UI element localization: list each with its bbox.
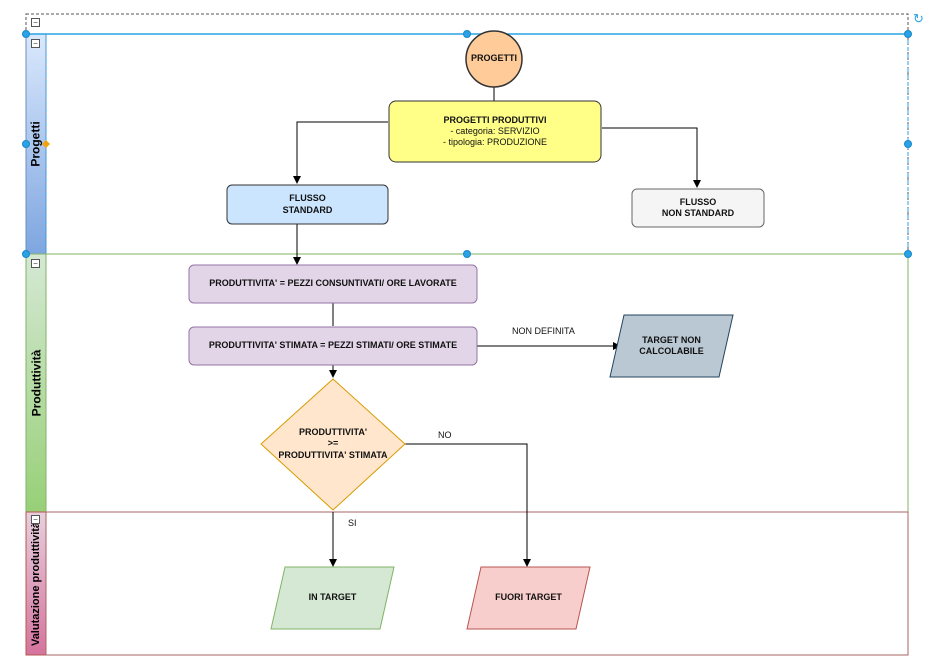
node-in-target[interactable]: IN TARGET: [308, 592, 357, 603]
node-produttivita-stimata-shape[interactable]: [188, 326, 478, 366]
node-fuori-target[interactable]: FUORI TARGET: [495, 592, 562, 603]
node-target-non-calcolabile[interactable]: TARGET NON CALCOLABILE: [639, 334, 704, 356]
node-flusso-non-standard[interactable]: FLUSSO NON STANDARD: [661, 196, 735, 218]
node-decision[interactable]: PRODUTTIVITA' >= PRODUTTIVITA' STIMATA: [278, 427, 388, 460]
node-flusso-standard[interactable]: FLUSSO STANDARD: [282, 193, 333, 215]
edge-label-si[interactable]: SI: [348, 518, 357, 528]
lane-valutazione-body[interactable]: [45, 511, 909, 656]
selection-handle-top-left[interactable]: [22, 30, 30, 38]
node-in-target-shape[interactable]: [270, 566, 395, 630]
connection-point-icon[interactable]: [42, 140, 50, 148]
rotate-icon[interactable]: ↻: [913, 11, 924, 26]
lane-label-valutazione: Valutazione produttività: [30, 521, 43, 646]
edge-decision-no[interactable]: [405, 443, 531, 567]
node-produttivita[interactable]: PRODUTTIVITA' = PEZZI CONSUNTIVATI/ ORE …: [209, 278, 457, 289]
selection-handle-bottom-left[interactable]: [22, 250, 30, 258]
edge-to-flusso-non-standard[interactable]: [602, 127, 701, 188]
node-fuori-target-shape[interactable]: [466, 566, 591, 630]
node-target-non-calcolabile-shape[interactable]: [609, 314, 734, 378]
edge-label-non-definita[interactable]: NON DEFINITA: [512, 326, 575, 336]
node-decision-shape[interactable]: [260, 378, 406, 511]
node-progetti-shape[interactable]: [465, 30, 523, 88]
node-flusso-standard-shape[interactable]: [226, 184, 389, 225]
collapse-pool-icon[interactable]: −: [31, 18, 40, 27]
node-progetti[interactable]: PROGETTI: [470, 53, 517, 64]
node-produttivita-stimata[interactable]: PRODUTTIVITA' STIMATA = PEZZI STIMATI/ O…: [208, 340, 458, 351]
node-produttivita-shape[interactable]: [188, 264, 478, 304]
selection-handle-top-center[interactable]: [463, 30, 471, 38]
collapse-lane-progetti-icon[interactable]: −: [31, 39, 40, 48]
lane-label-produttivita: Produttività: [29, 349, 44, 417]
edge-label-no[interactable]: NO: [438, 430, 452, 440]
edge-to-flusso-standard[interactable]: [293, 121, 388, 184]
collapse-lane-produttivita-icon[interactable]: −: [31, 259, 40, 268]
selection-handle-bottom-center[interactable]: [463, 250, 471, 258]
node-progetti-produttivi[interactable]: PROGETTI PRODUTTIVI - categoria: SERVIZI…: [442, 114, 548, 148]
node-progetti-produttivi-shape[interactable]: [388, 100, 602, 163]
node-flusso-non-standard-shape[interactable]: [631, 188, 765, 228]
collapse-lane-valutazione-icon[interactable]: −: [31, 515, 40, 524]
selection-handle-top-right[interactable]: [904, 30, 912, 38]
selection-handle-bottom-right[interactable]: [904, 250, 912, 258]
selection-handle-mid-left[interactable]: [22, 140, 30, 148]
selection-handle-mid-right[interactable]: [904, 140, 912, 148]
